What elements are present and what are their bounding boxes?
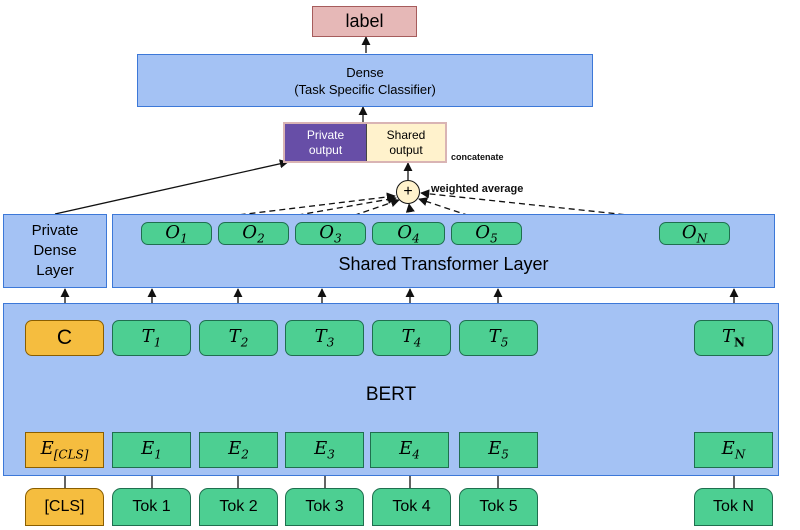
dense-classifier: Dense (Task Specific Classifier) <box>137 54 593 107</box>
shared-output-o2: O2 <box>218 222 289 245</box>
input-token-3: Tok 3 <box>285 488 364 526</box>
dashed-o1 <box>179 192 396 223</box>
bert-output-t3: T3 <box>285 320 364 356</box>
weighted-average-node: + <box>396 180 420 204</box>
input-token-cls: [CLS] <box>25 488 104 526</box>
label-text: label <box>345 11 384 31</box>
embedding-e5: E5 <box>459 432 538 468</box>
cls-embedding: E[CLS] <box>25 432 104 468</box>
cls-output-c: C <box>25 320 104 356</box>
bert-output-t1: T1 <box>112 320 191 356</box>
bert-output-t4: T4 <box>372 320 451 356</box>
shared-output-o1: O1 <box>141 222 212 245</box>
shared-output-o3: O3 <box>295 222 366 245</box>
input-token-1: Tok 1 <box>112 488 191 526</box>
bert-output-tn: TN <box>694 320 773 356</box>
shared-layer-title: Shared Transformer Layer <box>338 254 549 274</box>
arrow-private-dense <box>54 159 289 215</box>
shared-output-o5: O5 <box>451 222 522 245</box>
label-box: label <box>312 6 417 37</box>
concat-container: Private output Shared output <box>283 122 447 163</box>
embedding-e2: E2 <box>199 432 278 468</box>
bert-title: BERT <box>365 383 417 405</box>
input-token-5: Tok 5 <box>459 488 538 526</box>
private-dense-layer: Private Dense Layer <box>3 214 107 288</box>
shared-output-o4: O4 <box>372 222 445 245</box>
embedding-en: EN <box>694 432 773 468</box>
embedding-e1: E1 <box>112 432 191 468</box>
input-token-2: Tok 2 <box>199 488 278 526</box>
private-output: Private output <box>285 124 367 161</box>
weighted-average-label: weighted average <box>431 183 524 195</box>
dense-title: Dense <box>346 64 384 80</box>
shared-output-on: ON <box>659 222 730 245</box>
input-token-n: Tok N <box>694 488 773 526</box>
input-token-4: Tok 4 <box>372 488 451 526</box>
shared-output: Shared output <box>367 124 445 161</box>
plus-icon: + <box>403 183 413 200</box>
embedding-e3: E3 <box>285 432 364 468</box>
concatenate-label: concatenate <box>451 152 504 162</box>
bert-output-t5: T5 <box>459 320 538 356</box>
embedding-e4: E4 <box>370 432 449 468</box>
bert-output-t2: T2 <box>199 320 278 356</box>
dense-subtitle: (Task Specific Classifier) <box>294 81 436 97</box>
